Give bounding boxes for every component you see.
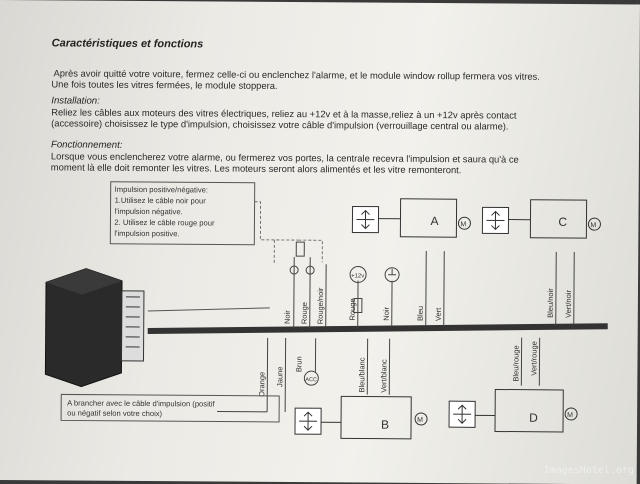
impulse-box-line-5: l'impulsion positive. — [114, 229, 179, 238]
motor-b: B M — [295, 396, 427, 439]
fuse-symbol — [296, 242, 304, 256]
motor-d: D M — [449, 389, 577, 432]
wire-label-bleu-blanc: Bleu/blanc — [357, 357, 366, 392]
motor-a-label: A — [430, 214, 438, 228]
svg-text:M: M — [567, 412, 573, 419]
motor-d-label: D — [529, 411, 538, 425]
wire-label-rouge-12v: Rouge — [348, 298, 357, 320]
impulse-box-line-2: 1.Utilisez le câble noir pour — [115, 196, 207, 206]
impulse-note-line-2: ou négatif selon votre choix) — [67, 408, 163, 418]
wire-label-noir: Noir — [283, 310, 292, 324]
wire-harness — [148, 323, 608, 334]
motor-b-label: B — [381, 418, 389, 432]
wire-label-vert-noir: Vert/noir — [564, 290, 573, 318]
supply-label: +12v — [351, 273, 364, 279]
impulse-box-line-4: 2. Utilisez le câble rouge pour — [114, 218, 215, 228]
wire-label-rouge-noir: Rouge/noir — [316, 287, 325, 324]
wire-label-noir-ground: Noir — [382, 306, 391, 320]
wire-label-bleu-noir: Bleu/noir — [546, 288, 555, 318]
motor-a: A M — [352, 198, 470, 237]
wire-label-orange: Orange — [257, 372, 266, 397]
wire-label-bleu-rouge: Bleu/rouge — [511, 345, 520, 381]
control-module — [45, 268, 144, 387]
wire-label-vert-rouge: Vert/rouge — [529, 341, 538, 376]
impulse-box-line-3: l'impulsion négative. — [114, 207, 182, 216]
wire-label-vert-blanc: Vert/blanc — [379, 359, 388, 393]
motor-c-label: C — [558, 215, 567, 229]
wire-label-bleu: Bleu — [416, 306, 425, 321]
wire-label-rouge: Rouge — [300, 302, 309, 324]
acc-label: ACC — [305, 377, 317, 383]
impulse-box-line-1: Impulsion positive/négative: — [115, 185, 208, 195]
svg-text:M: M — [460, 221, 466, 228]
watermark: ImagesHotel.org — [544, 465, 634, 476]
wire-label-brun: Brun — [294, 356, 303, 372]
svg-text:M: M — [590, 222, 596, 229]
module-connector — [121, 291, 143, 361]
wire-label-vert: Vert — [434, 307, 443, 321]
motor-c: C M — [482, 199, 600, 238]
svg-text:M: M — [417, 417, 423, 424]
impulse-note-line-1: A brancher avec le câble d'impulsion (po… — [67, 398, 215, 408]
wire-label-jaune: Jaune — [275, 366, 284, 386]
